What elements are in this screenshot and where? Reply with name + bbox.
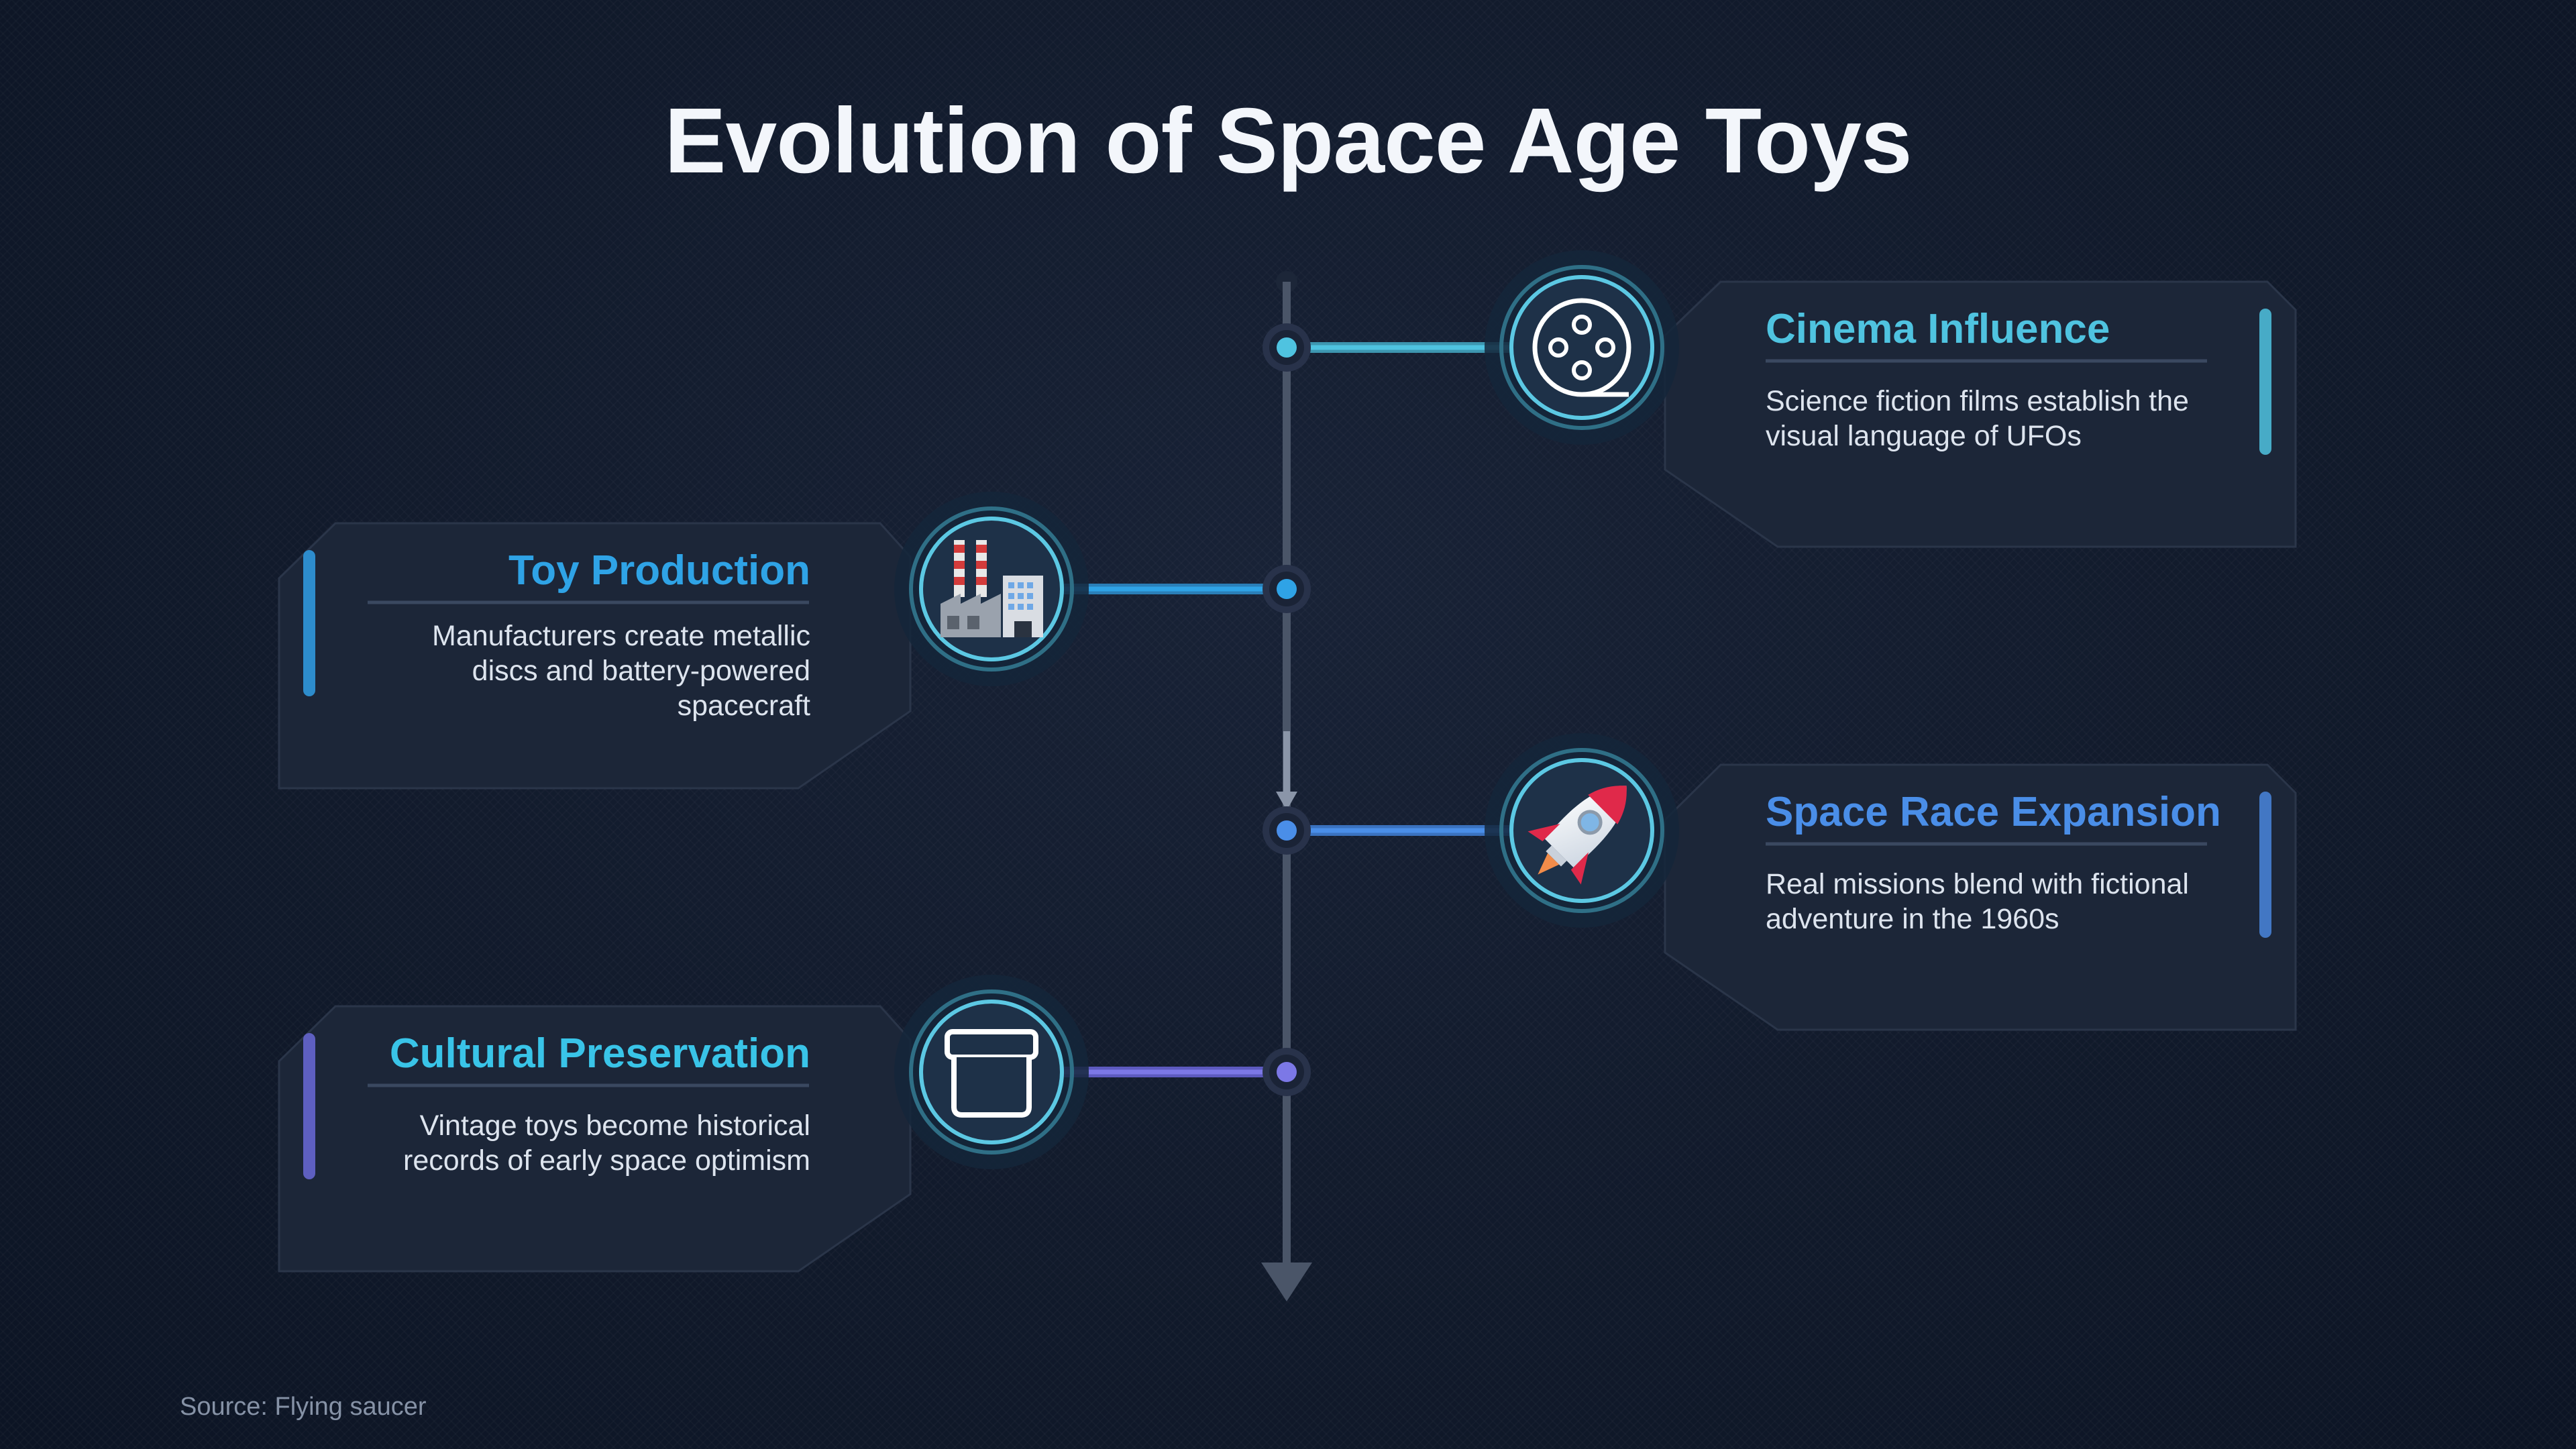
toy-accent-bar bbox=[303, 550, 315, 696]
space-node bbox=[1263, 806, 1311, 855]
card-toy bbox=[278, 522, 912, 790]
space-race-description: Real missions blend with fictional adven… bbox=[1766, 868, 2189, 935]
archive-box-icon bbox=[894, 975, 1089, 1169]
cultural-preservation-title: Cultural Preservation bbox=[389, 1030, 810, 1077]
factory-icon bbox=[894, 492, 1089, 686]
cinema-description: Science fiction films establish the visu… bbox=[1766, 385, 2189, 452]
cultural-node bbox=[1263, 1048, 1311, 1096]
cinema-title: Cinema Influence bbox=[1766, 306, 2110, 352]
cultural-accent-bar bbox=[303, 1033, 315, 1179]
page-title: Evolution of Space Age Toys bbox=[664, 89, 1912, 193]
toy-node bbox=[1263, 565, 1311, 613]
cultural-preservation-description: Vintage toys become historical records o… bbox=[403, 1110, 810, 1177]
cinema-accent-bar bbox=[2259, 309, 2271, 455]
space-accent-bar bbox=[2259, 792, 2271, 938]
spine-end-arrow bbox=[1261, 1263, 1312, 1301]
toy-production-description: Manufacturers create metallic discs and … bbox=[432, 620, 810, 722]
space-race-title: Space Race Expansion bbox=[1766, 789, 2221, 835]
spine-mid-arrow bbox=[1276, 792, 1297, 810]
toy-production-title: Toy Production bbox=[508, 547, 810, 594]
cinema-node bbox=[1263, 323, 1311, 372]
source-note: Source: Flying saucer bbox=[180, 1393, 427, 1421]
card-cultural bbox=[278, 1005, 912, 1273]
film-reel-icon bbox=[1485, 250, 1679, 445]
rocket-icon bbox=[1485, 733, 1679, 928]
